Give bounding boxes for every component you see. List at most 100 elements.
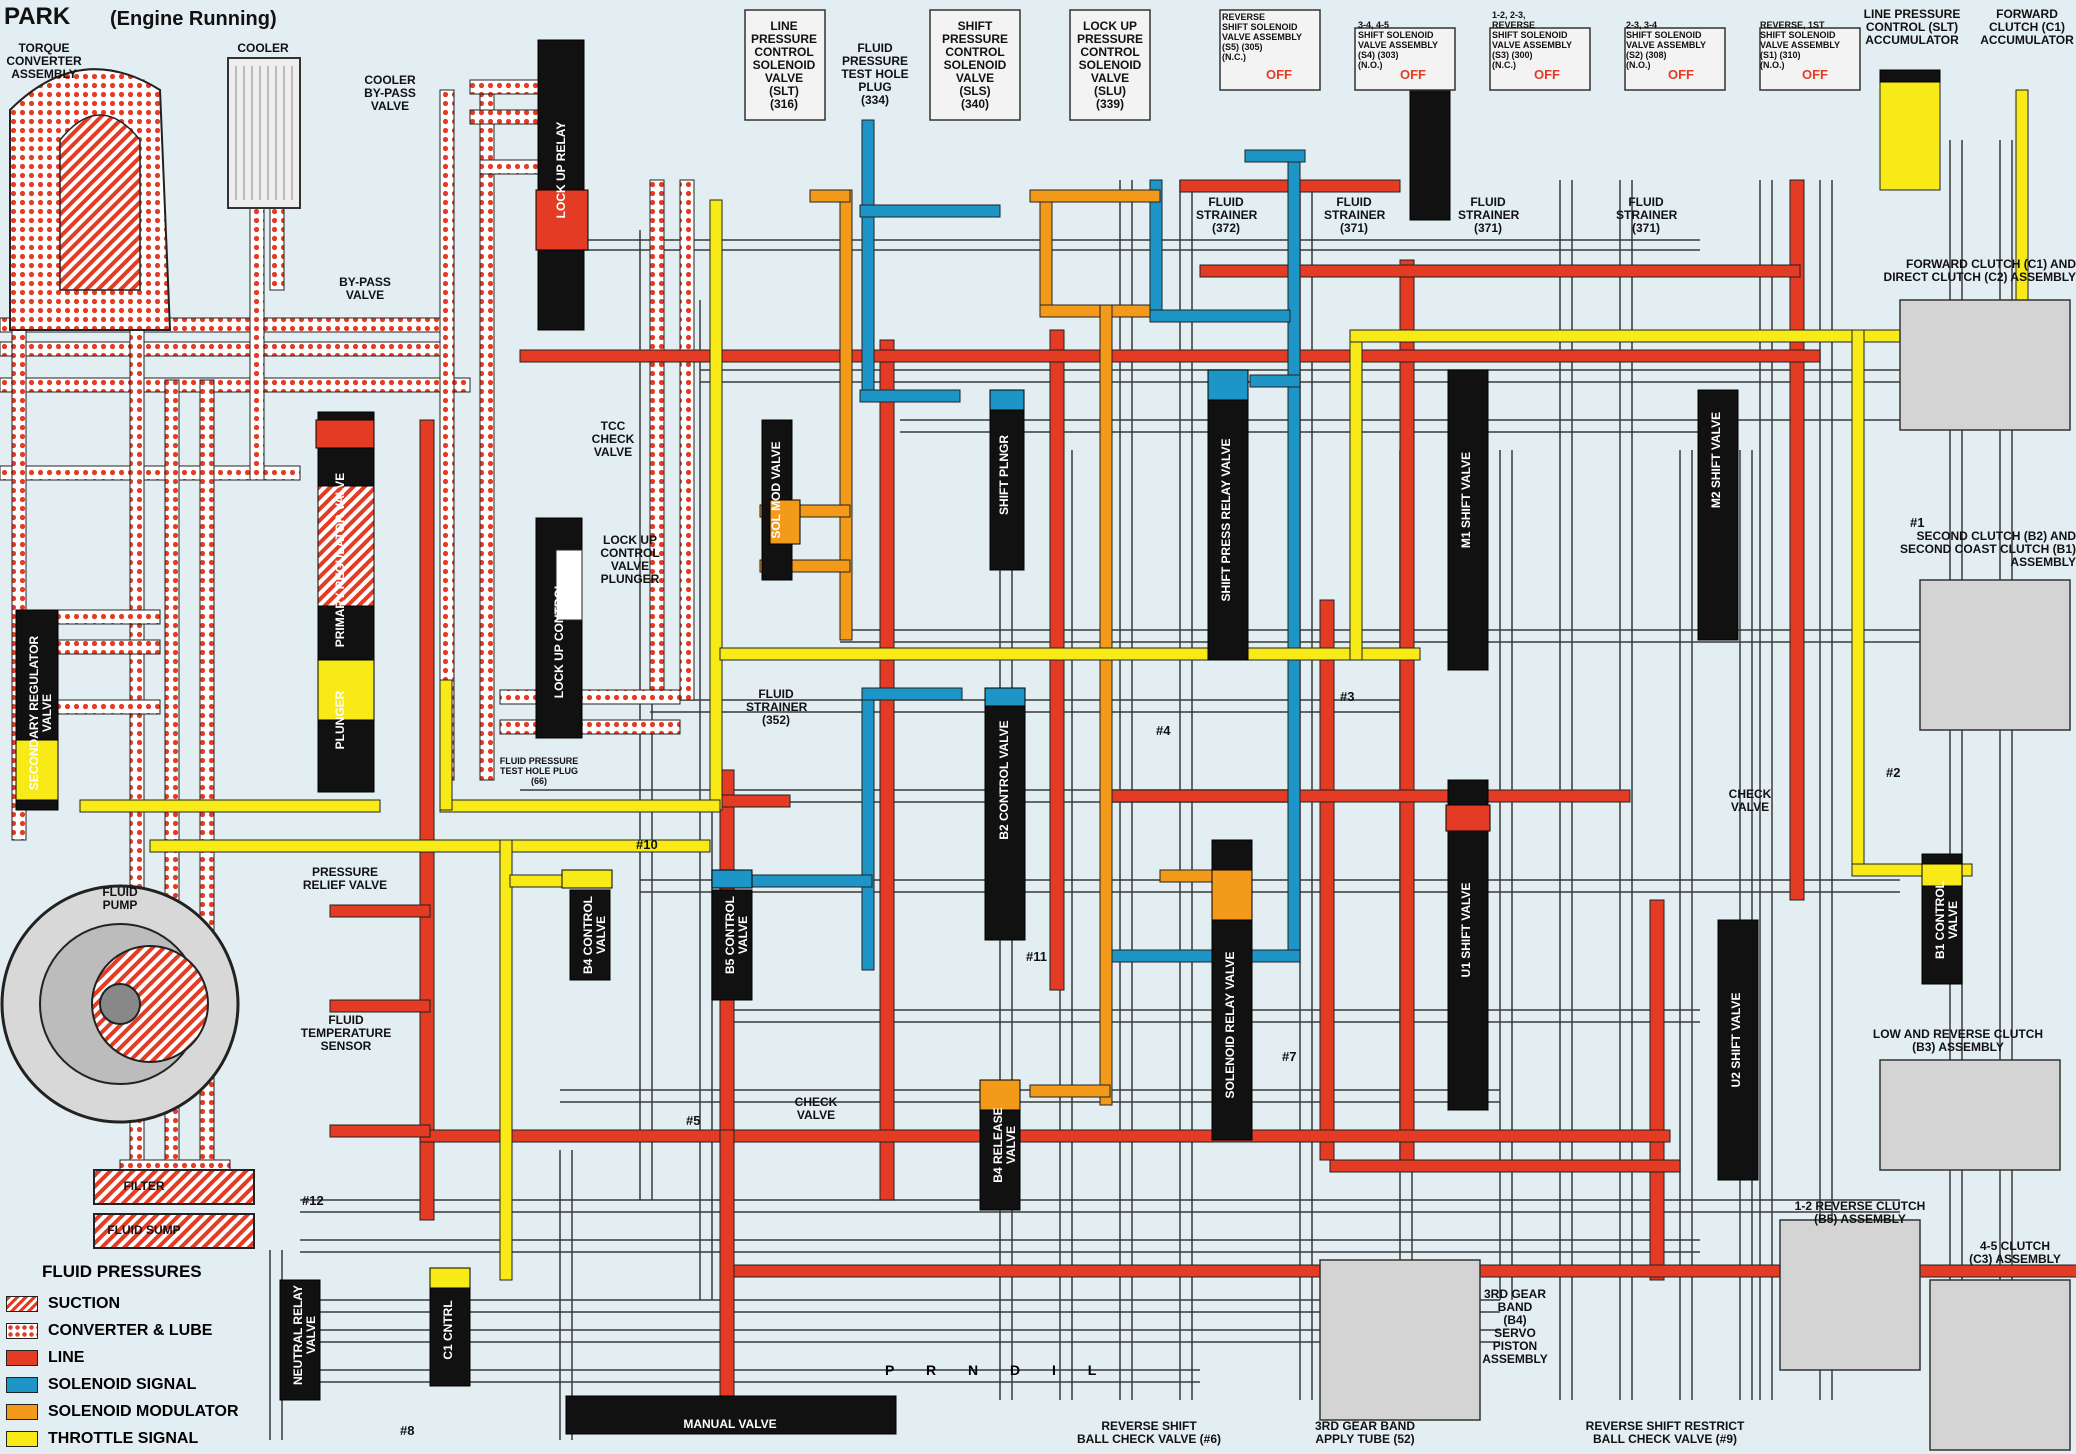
primary-reg-label: PRIMARY REGULATOR VALVE bbox=[333, 472, 347, 648]
b4-control-label: B4 CONTROL VALVE bbox=[581, 896, 608, 974]
converter-swatch bbox=[6, 1322, 38, 1339]
sls-solenoid-label: SHIFT PRESSURE CONTROL SOLENOID VALVE (S… bbox=[941, 19, 1009, 111]
test-plug-334-label: FLUID PRESSURE TEST HOLE PLUG (334) bbox=[841, 41, 909, 107]
marker-11: #11 bbox=[1026, 949, 1047, 964]
valve-bodies bbox=[15, 39, 1963, 1435]
legend-item-line: LINE bbox=[6, 1344, 256, 1371]
fluid-pump bbox=[0, 884, 240, 1124]
b4-release-label: B4 RELEASE VALVE bbox=[991, 1107, 1018, 1183]
b2b1-label: SECOND CLUTCH (B2) AND SECOND COAST CLUT… bbox=[1900, 529, 2076, 569]
c1-control-label: C1 CNTRL bbox=[441, 1300, 455, 1360]
diagram-subtitle: (Engine Running) bbox=[110, 8, 277, 30]
b3-label: LOW AND REVERSE CLUTCH (B3) ASSEMBLY bbox=[1872, 1027, 2044, 1054]
strainer-352-label: FLUID STRAINER (352) bbox=[746, 687, 808, 727]
solenoid-modulator-swatch bbox=[6, 1403, 38, 1420]
cooler-bypass-label: COOLER BY-PASS VALVE bbox=[364, 73, 416, 113]
s4-solenoid-label: 3-4, 4-5 SHIFT SOLENOID VALVE ASSEMBLY (… bbox=[1358, 20, 1439, 70]
s5-state: OFF bbox=[1266, 67, 1292, 82]
marker-10: #10 bbox=[636, 837, 658, 852]
s3-solenoid-label: 1-2, 2-3, REVERSE SHIFT SOLENOID VALVE A… bbox=[1492, 10, 1573, 70]
strainer-371c-label: FLUID STRAINER (371) bbox=[1616, 195, 1678, 235]
diagram-title: PARK bbox=[4, 3, 71, 30]
s1-state: OFF bbox=[1802, 67, 1828, 82]
manual-valve-label: MANUAL VALVE bbox=[683, 1417, 777, 1431]
check-valve-b-label: CHECK VALVE bbox=[794, 1095, 838, 1122]
marker-1: #1 bbox=[1910, 515, 1925, 530]
legend-label: THROTTLE SIGNAL bbox=[48, 1429, 199, 1447]
b5-label: 1-2 REVERSE CLUTCH (B5) ASSEMBLY bbox=[1794, 1199, 1926, 1226]
cooler-label: COOLER bbox=[237, 41, 289, 55]
c1-accumulator-label: FORWARD CLUTCH (C1) ACCUMULATOR bbox=[1980, 7, 2074, 47]
c1c2-label: FORWARD CLUTCH (C1) AND DIRECT CLUTCH (C… bbox=[1883, 257, 2076, 284]
legend-label: SUCTION bbox=[48, 1294, 120, 1312]
s4-state: OFF bbox=[1400, 67, 1426, 82]
legend: FLUID PRESSURES SUCTION CONVERTER & LUBE… bbox=[6, 1262, 256, 1452]
slt-solenoid-label: LINE PRESSURE CONTROL SOLENOID VALVE (SL… bbox=[750, 19, 818, 111]
s2-state: OFF bbox=[1668, 67, 1694, 82]
legend-item-solenoid-modulator: SOLENOID MODULATOR bbox=[6, 1398, 256, 1425]
throttle-swatch bbox=[6, 1430, 38, 1447]
throttle-signal-passages bbox=[79, 89, 2031, 1281]
c3-label: 4-5 CLUTCH (C3) ASSEMBLY bbox=[1969, 1239, 2061, 1266]
cooler bbox=[227, 57, 301, 209]
b1-control-label: B1 CONTROL VALVE bbox=[1933, 881, 1960, 959]
solenoid-signal-passages bbox=[741, 119, 1306, 971]
lockup-relay-label: LOCK UP RELAY bbox=[554, 121, 568, 219]
legend-item-throttle: THROTTLE SIGNAL bbox=[6, 1425, 256, 1452]
fluid-temp-label: FLUID TEMPERATURE SENSOR bbox=[300, 1013, 392, 1053]
legend-label: LINE bbox=[48, 1348, 85, 1366]
line-pressure-passages bbox=[329, 179, 2076, 1411]
b2-control-label: B2 CONTROL VALVE bbox=[997, 720, 1011, 840]
lockup-control-label: LOCK UP CONTROL bbox=[552, 581, 566, 699]
legend-label: SOLENOID MODULATOR bbox=[48, 1402, 239, 1420]
legend-item-converter: CONVERTER & LUBE bbox=[6, 1317, 256, 1344]
shift-press-relay-label: SHIFT PRESS RELAY VALVE bbox=[1219, 438, 1233, 602]
legend-label: CONVERTER & LUBE bbox=[48, 1321, 213, 1339]
strainer-371b-label: FLUID STRAINER (371) bbox=[1458, 195, 1520, 235]
fluid-pump-label: FLUID PUMP bbox=[102, 885, 138, 912]
secondary-reg-label: SECONDARY REGULATOR VALVE bbox=[27, 635, 54, 791]
sol-mod-label: SOL MOD VALVE bbox=[769, 441, 783, 539]
solenoid-signal-swatch bbox=[6, 1376, 38, 1393]
u2-shift-label: U2 SHIFT VALVE bbox=[1729, 992, 1743, 1088]
torque-converter-label: TORQUE CONVERTER ASSEMBLY bbox=[6, 41, 82, 81]
marker-8: #8 bbox=[400, 1423, 415, 1438]
torque-converter bbox=[9, 68, 172, 331]
suction-swatch bbox=[6, 1295, 38, 1312]
bypass-valve-label: BY-PASS VALVE bbox=[339, 275, 391, 302]
s2-solenoid-label: 2-3, 3-4 SHIFT SOLENOID VALVE ASSEMBLY (… bbox=[1626, 20, 1707, 70]
solenoid-relay-label: SOLENOID RELAY VALVE bbox=[1223, 951, 1237, 1099]
marker-2: #2 bbox=[1886, 765, 1901, 780]
line-swatch bbox=[6, 1349, 38, 1366]
fluid-sump-label: FLUID SUMP bbox=[107, 1223, 181, 1237]
slt-accumulator-label: LINE PRESSURE CONTROL (SLT) ACCUMULATOR bbox=[1863, 7, 1961, 47]
strainer-371a-label: FLUID STRAINER (371) bbox=[1324, 195, 1386, 235]
test-plug-66-label: FLUID PRESSURE TEST HOLE PLUG (66) bbox=[499, 756, 579, 786]
check-valve-a-label: CHECK VALVE bbox=[1728, 787, 1772, 814]
s1-solenoid-label: REVERSE, 1ST SHIFT SOLENOID VALVE ASSEMB… bbox=[1760, 20, 1841, 70]
marker-12: #12 bbox=[302, 1193, 324, 1208]
gear-selector-indicator: P R N D I L bbox=[885, 1362, 1111, 1378]
lockup-plunger-label: LOCK UP CONTROL VALVE PLUNGER bbox=[600, 533, 660, 586]
neutral-relay-label: NEUTRAL RELAY VALVE bbox=[291, 1285, 318, 1386]
check6-label: REVERSE SHIFT BALL CHECK VALVE (#6) bbox=[1076, 1419, 1221, 1446]
filter-label: FILTER bbox=[123, 1179, 165, 1193]
apply-tube-label: 3RD GEAR BAND APPLY TUBE (52) bbox=[1314, 1419, 1415, 1446]
plunger-label: PLUNGER bbox=[333, 690, 347, 750]
b5-control-label: B5 CONTROL VALVE bbox=[723, 896, 750, 974]
filter-and-sump bbox=[93, 1169, 255, 1249]
legend-item-solenoid-signal: SOLENOID SIGNAL bbox=[6, 1371, 256, 1398]
u1-shift-label: U1 SHIFT VALVE bbox=[1459, 882, 1473, 978]
marker-7: #7 bbox=[1282, 1049, 1297, 1064]
s5-solenoid-label: REVERSE SHIFT SOLENOID VALVE ASSEMBLY (S… bbox=[1222, 12, 1303, 62]
legend-title: FLUID PRESSURES bbox=[42, 1262, 202, 1281]
solenoid-bodies bbox=[744, 9, 1861, 121]
m2-shift-label: M2 SHIFT VALVE bbox=[1709, 411, 1723, 509]
slu-solenoid-label: LOCK UP PRESSURE CONTROL SOLENOID VALVE … bbox=[1076, 19, 1144, 111]
s3-state: OFF bbox=[1534, 67, 1560, 82]
check9-label: REVERSE SHIFT RESTRICT BALL CHECK VALVE … bbox=[1585, 1419, 1745, 1446]
strainer-372-label: FLUID STRAINER (372) bbox=[1196, 195, 1258, 235]
pressure-relief-label: PRESSURE RELIEF VALVE bbox=[302, 865, 388, 892]
tcc-check-label: TCC CHECK VALVE bbox=[591, 419, 635, 459]
